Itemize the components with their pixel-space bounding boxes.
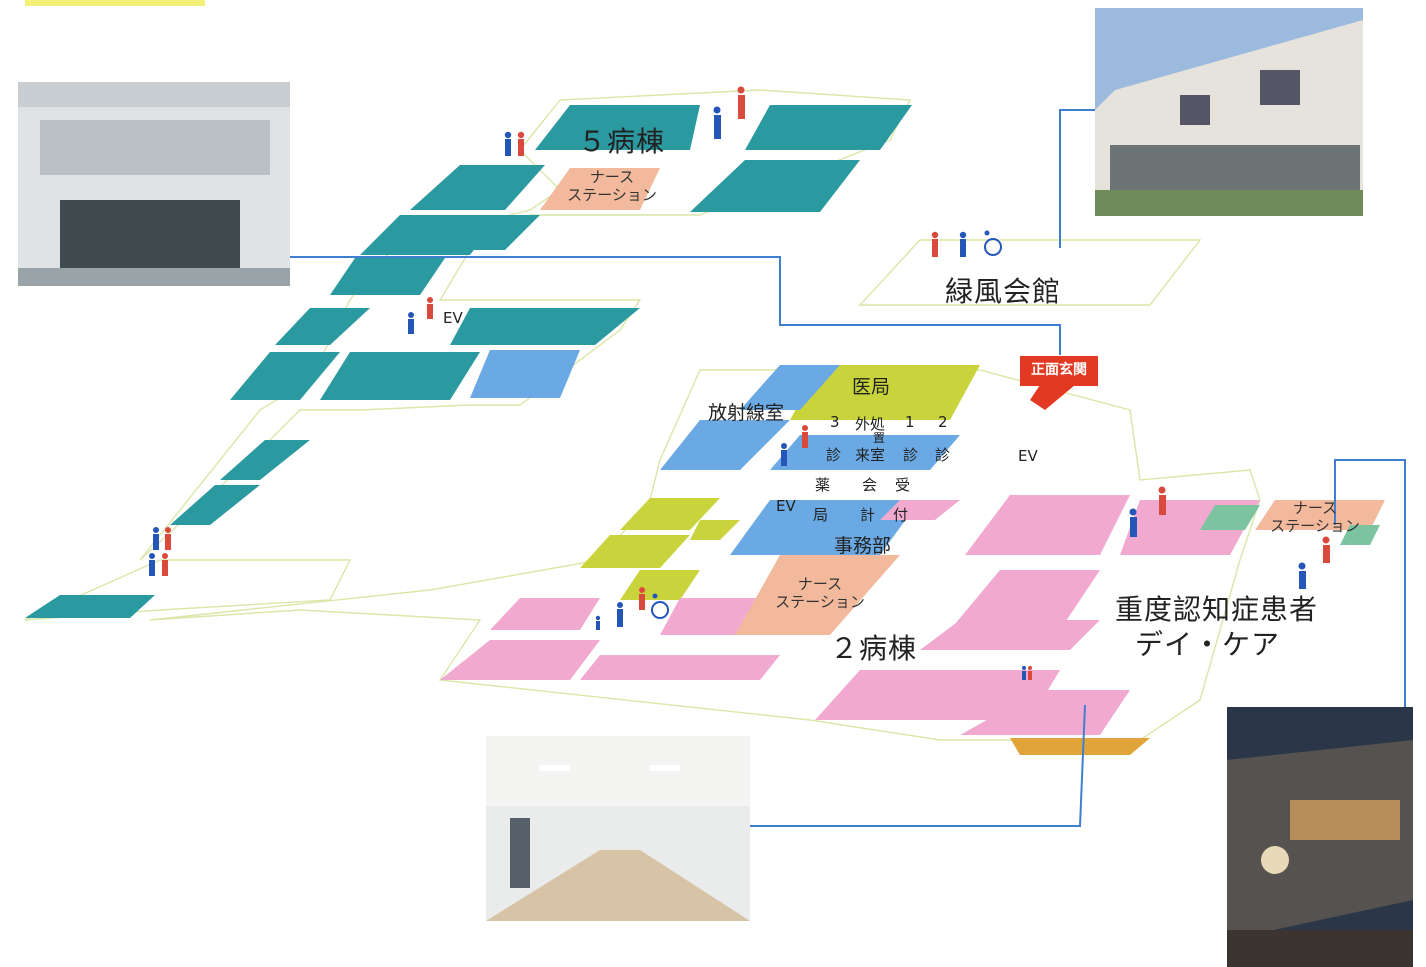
jimubu-label: 事務部: [834, 535, 892, 557]
nurse-station-line1: ナース: [797, 575, 843, 593]
ward5-room: [320, 352, 480, 400]
top-tab: [25, 0, 205, 6]
clinic-room: [740, 365, 840, 410]
uketsuke-bottom: 付: [893, 506, 909, 524]
ikyoku-room: [790, 365, 980, 420]
pharmacy-bottom: 局: [813, 506, 829, 524]
ward2-room: [815, 670, 1060, 720]
ward2-room: [965, 495, 1130, 555]
ward2-room: [960, 690, 1130, 735]
nurse-station-daycare-label: ナース ステーション: [1265, 499, 1365, 535]
ward5-room: [25, 595, 155, 618]
kaikei-top: 会: [862, 476, 878, 494]
restroom-icon: [713, 86, 745, 139]
restroom-icon: [931, 231, 967, 257]
ryokufu-label: 緑風会館: [945, 275, 1062, 308]
pharmacy-top: 薬: [815, 476, 831, 494]
photo-ryokufu-building: [1095, 8, 1363, 216]
restroom-icon: [1298, 536, 1330, 589]
connector-lines: [290, 109, 1406, 827]
ward2-room: [920, 620, 1100, 650]
ward5-room: [535, 105, 700, 150]
clinic-row2-0: 診: [826, 446, 842, 464]
entrance-arrow-icon: [1030, 385, 1075, 410]
main-entrance-label: 正面玄関: [1020, 356, 1098, 386]
ward2-room: [950, 570, 1100, 630]
ward5-room: [275, 308, 370, 345]
ev-label-center: EV: [776, 497, 796, 515]
wheelchair-icon: [651, 593, 669, 619]
daycare-label-line2: デイ・ケア: [1135, 628, 1281, 661]
ward2-room: [660, 598, 760, 635]
nurse-station-2: [735, 555, 900, 635]
nurse-station-line1: ナース: [1292, 499, 1338, 517]
daycare-green: [1340, 525, 1380, 545]
ward-5-rooms: [25, 105, 912, 618]
clinic-row2-1: 来室: [855, 446, 886, 464]
ward2-room: [490, 598, 600, 630]
clinic-num-3: 3: [830, 413, 840, 431]
ward5-room: [230, 352, 340, 400]
ev-label: EV: [443, 309, 463, 327]
restroom-icon: [504, 131, 525, 156]
ward2-room: [580, 655, 780, 680]
clinic-room: [580, 535, 690, 568]
clinic-room: [690, 520, 740, 540]
ward-2-rooms: [440, 495, 1385, 755]
ward5-room: [690, 160, 860, 212]
ward2-room: [440, 640, 600, 680]
ward-5-label: ５病棟: [578, 125, 666, 158]
uketsuke-top: 受: [895, 476, 911, 494]
daycare-label-line1: 重度認知症患者: [1115, 593, 1319, 626]
nurse-station-daycare: [1255, 500, 1385, 530]
photo-corridor: [486, 736, 750, 921]
restroom-icon: [595, 587, 645, 630]
clinic-row2-2: 診: [903, 446, 919, 464]
restroom-icon: [149, 527, 171, 576]
ev-label-east: EV: [1018, 447, 1038, 465]
clinic-num-gaishochi: 外処: [855, 415, 886, 433]
ward5-room: [170, 485, 260, 525]
wheelchair-icon: [984, 230, 1002, 256]
stairs: [1010, 738, 1150, 755]
kaikei-bottom: 計: [860, 506, 876, 524]
nurse-station-line2: ステーション: [567, 186, 657, 204]
ward2-room: [880, 500, 960, 520]
ward5-room: [220, 440, 310, 480]
restroom-icon: [1022, 666, 1032, 680]
ward5-room: [450, 308, 640, 345]
ward-2-label: ２病棟: [830, 632, 918, 665]
restroom-icon: [1129, 486, 1166, 537]
radiology-label: 放射線室: [708, 402, 785, 424]
nurse-station-line1: ナース: [589, 168, 635, 186]
restroom-icon: [408, 297, 433, 334]
nurse-station-line2: ステーション: [1270, 517, 1360, 535]
clinic-num-1: 1: [905, 413, 915, 431]
daycare-green: [1200, 505, 1260, 530]
nurse-station-5-label: ナース ステーション: [562, 168, 662, 204]
clinic-room: [770, 435, 960, 470]
clinic-room: [620, 498, 720, 530]
ward5-room: [470, 350, 580, 398]
restroom-icon: [781, 425, 808, 466]
ward5-room: [410, 165, 545, 210]
ward5-room: [745, 105, 912, 150]
photo-main-entrance: [18, 82, 290, 286]
clinic-block: [580, 365, 980, 600]
nurse-station-line2: ステーション: [775, 593, 865, 611]
clinic-room: [730, 500, 920, 555]
clinic-num-2: 2: [938, 413, 948, 431]
clinic-room: [620, 570, 700, 600]
photo-daycare-night: [1227, 707, 1413, 967]
clinic-row2-3: 診: [935, 446, 951, 464]
radiology-room: [660, 420, 790, 470]
nurse-station-5: [540, 168, 660, 210]
ikyoku-label: 医局: [852, 376, 891, 398]
nurse-station-2-label: ナース ステーション: [770, 575, 870, 611]
clinic-chi: 置: [873, 431, 886, 445]
ward5-room: [330, 258, 445, 295]
ward5-room: [455, 215, 540, 250]
